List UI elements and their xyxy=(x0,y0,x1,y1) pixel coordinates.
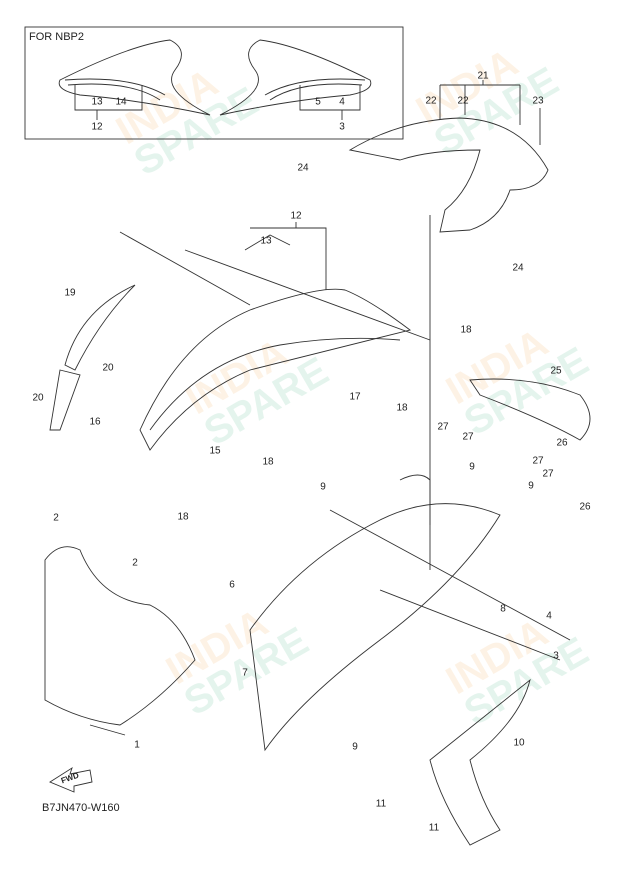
forward-arrow-icon xyxy=(49,766,93,793)
callout: 11 xyxy=(428,822,440,834)
rear-side-cover xyxy=(469,378,591,441)
leader-lines xyxy=(74,85,361,120)
callout: 3 xyxy=(339,121,345,133)
callout: 22 xyxy=(457,95,469,107)
callout: 24 xyxy=(297,162,309,174)
lower-side-panel xyxy=(249,503,501,752)
callout: 27 xyxy=(532,455,544,467)
callout: 15 xyxy=(209,445,221,457)
front-cover xyxy=(44,546,196,726)
side-cover-right-nbp2 xyxy=(219,39,372,116)
callout: 18 xyxy=(396,402,408,414)
inset-title: FOR NBP2 xyxy=(29,31,85,43)
callout: 13 xyxy=(91,96,103,108)
callout: 25 xyxy=(550,365,562,377)
callout: 5 xyxy=(315,96,321,108)
callout: 9 xyxy=(469,461,475,473)
rear-cover-assembly xyxy=(348,117,549,233)
callout: 1 xyxy=(134,739,140,751)
callout: 13 xyxy=(260,235,272,247)
callout: 18 xyxy=(177,511,189,523)
callout: 27 xyxy=(462,431,474,443)
callout: 11 xyxy=(375,798,387,810)
callout: 2 xyxy=(53,512,59,524)
callout: 24 xyxy=(512,262,524,274)
callout: 9 xyxy=(352,741,358,753)
side-cover-left-nbp2 xyxy=(58,39,211,116)
callout: 26 xyxy=(556,437,568,449)
stripe xyxy=(64,78,166,96)
bracket xyxy=(49,369,81,431)
side-panel xyxy=(139,288,412,451)
diagram-code: B7JN470-W160 xyxy=(42,802,120,814)
callout: 20 xyxy=(32,392,44,404)
callout: 4 xyxy=(339,96,345,108)
panel-edge xyxy=(149,337,401,431)
leader-lines xyxy=(119,222,431,341)
leader-lines xyxy=(329,215,571,661)
callout: 14 xyxy=(115,96,127,108)
callout: 9 xyxy=(528,480,534,492)
callout: 4 xyxy=(546,610,552,622)
callout: 6 xyxy=(229,579,235,591)
stripe xyxy=(67,83,161,101)
leader-lines xyxy=(89,724,126,736)
callout: 18 xyxy=(460,324,472,336)
stay-bracket xyxy=(429,678,531,846)
callout: 21 xyxy=(477,70,489,82)
inset-box xyxy=(24,26,404,140)
callout: 16 xyxy=(89,416,101,428)
callout: 27 xyxy=(437,421,449,433)
callout: 23 xyxy=(532,95,544,107)
leader-lines xyxy=(439,80,541,145)
callout: 17 xyxy=(349,391,361,403)
callout: 22 xyxy=(425,95,437,107)
stripe xyxy=(269,83,363,101)
trim-strip xyxy=(64,284,136,371)
callout: 20 xyxy=(102,362,114,374)
callout: 7 xyxy=(242,667,248,679)
callout: 2 xyxy=(132,557,138,569)
callout: 9 xyxy=(320,481,326,493)
callout: 26 xyxy=(579,501,591,513)
callout: 10 xyxy=(513,737,525,749)
callout: 27 xyxy=(542,468,554,480)
callout: 12 xyxy=(290,210,302,222)
callout: 18 xyxy=(262,456,274,468)
callout: 19 xyxy=(64,287,76,299)
emblem-13 xyxy=(244,234,291,251)
stripe xyxy=(264,78,366,96)
callout: 12 xyxy=(91,121,103,133)
bracket xyxy=(399,474,431,525)
callout: 8 xyxy=(500,603,506,615)
callout: 3 xyxy=(553,650,559,662)
